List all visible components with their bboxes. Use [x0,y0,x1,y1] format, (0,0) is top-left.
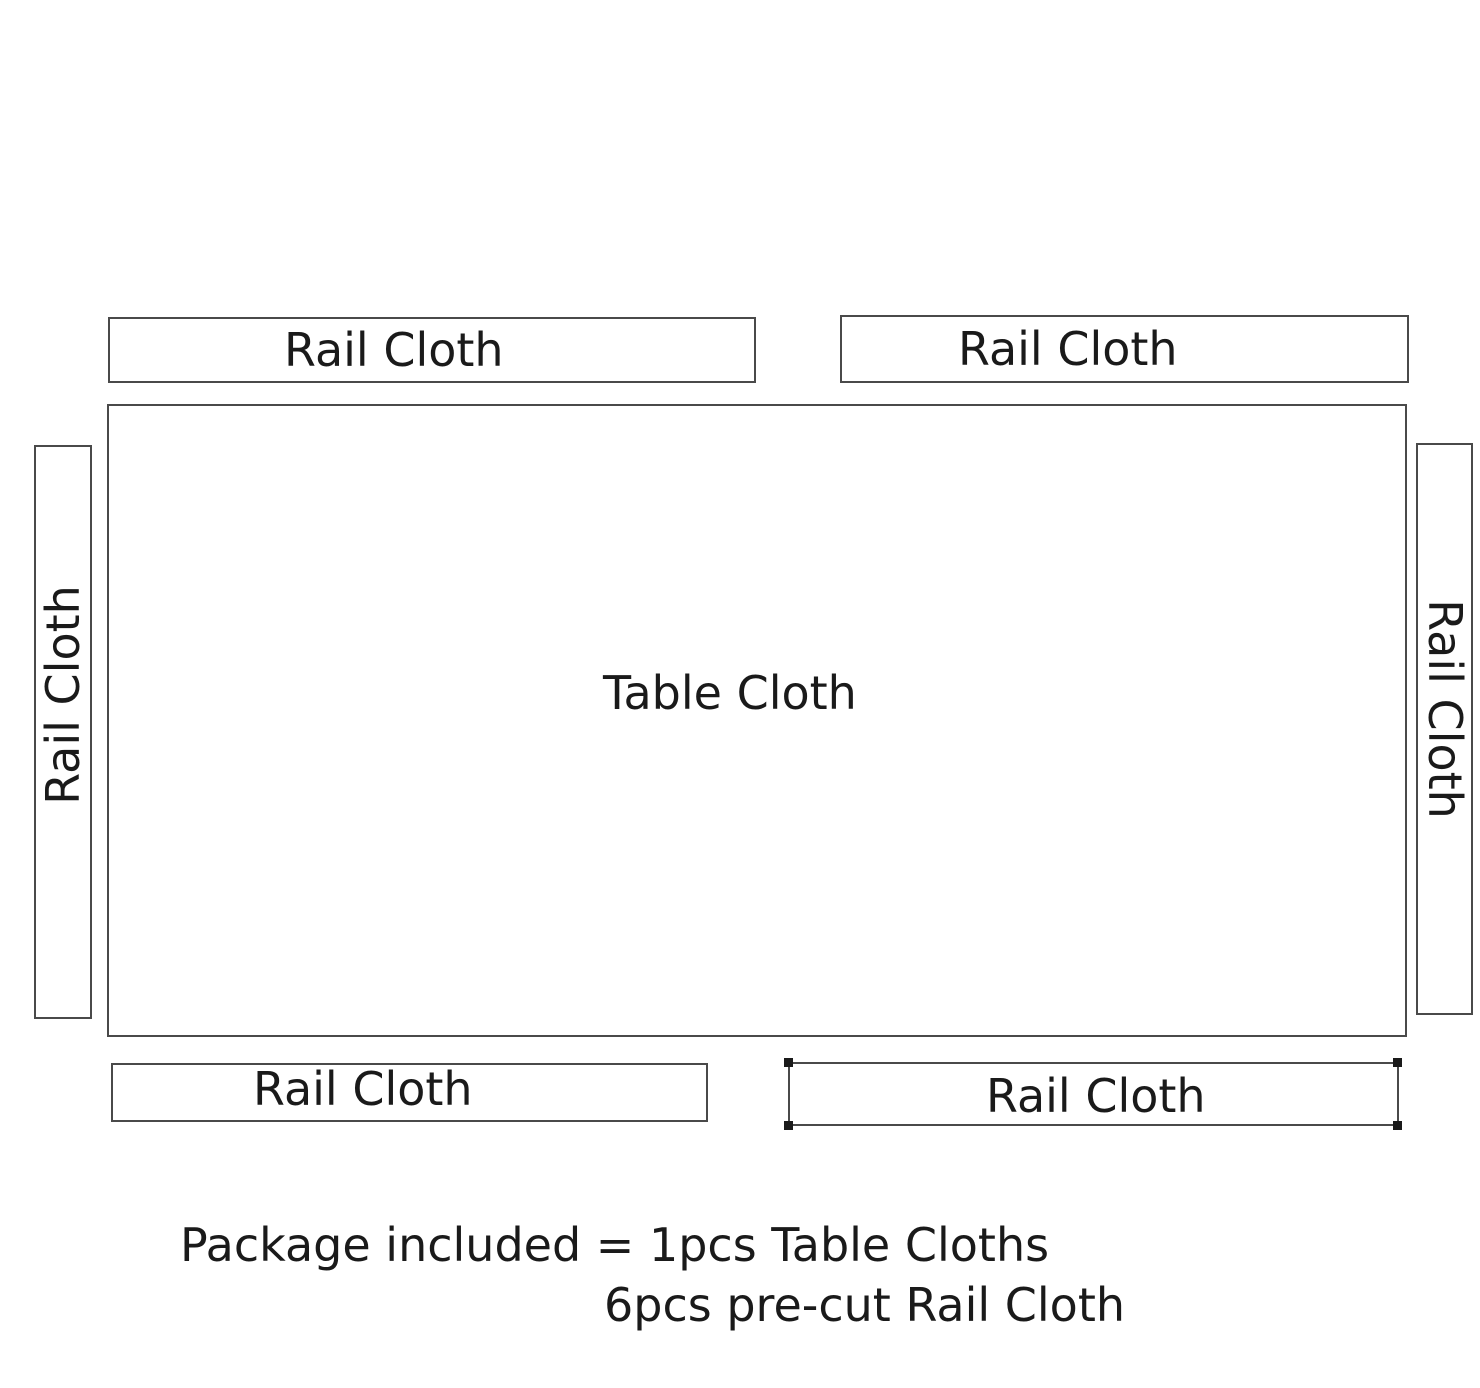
selection-handle-top-right [1393,1058,1402,1067]
selection-handle-bottom-left [784,1121,793,1130]
rail-cloth-top-right: Rail Cloth [840,315,1409,383]
selection-handle-bottom-right [1393,1121,1402,1130]
rail-cloth-top-left: Rail Cloth [108,317,756,383]
rail-cloth-left: Rail Cloth [34,445,92,1019]
rail-cloth-label: Rail Cloth [986,1069,1206,1123]
package-note-line-2: 6pcs pre-cut Rail Cloth [604,1278,1126,1332]
table-cloth: Table Cloth [107,404,1407,1037]
rail-cloth-label: Rail Cloth [36,585,90,805]
rail-cloth-bottom-left: Rail Cloth [111,1063,708,1122]
rail-cloth-label: Rail Cloth [253,1061,473,1116]
rail-cloth-label: Rail Cloth [284,323,504,377]
rail-cloth-label: Rail Cloth [958,322,1178,376]
selection-handle-top-left [784,1058,793,1067]
rail-cloth-bottom-right-selected: Rail Cloth [788,1062,1399,1126]
rail-cloth-label: Rail Cloth [1417,599,1472,819]
package-note-line-1: Package included = 1pcs Table Cloths [180,1218,1050,1272]
rail-cloth-right: Rail Cloth [1416,443,1473,1015]
table-cloth-label: Table Cloth [603,666,857,720]
